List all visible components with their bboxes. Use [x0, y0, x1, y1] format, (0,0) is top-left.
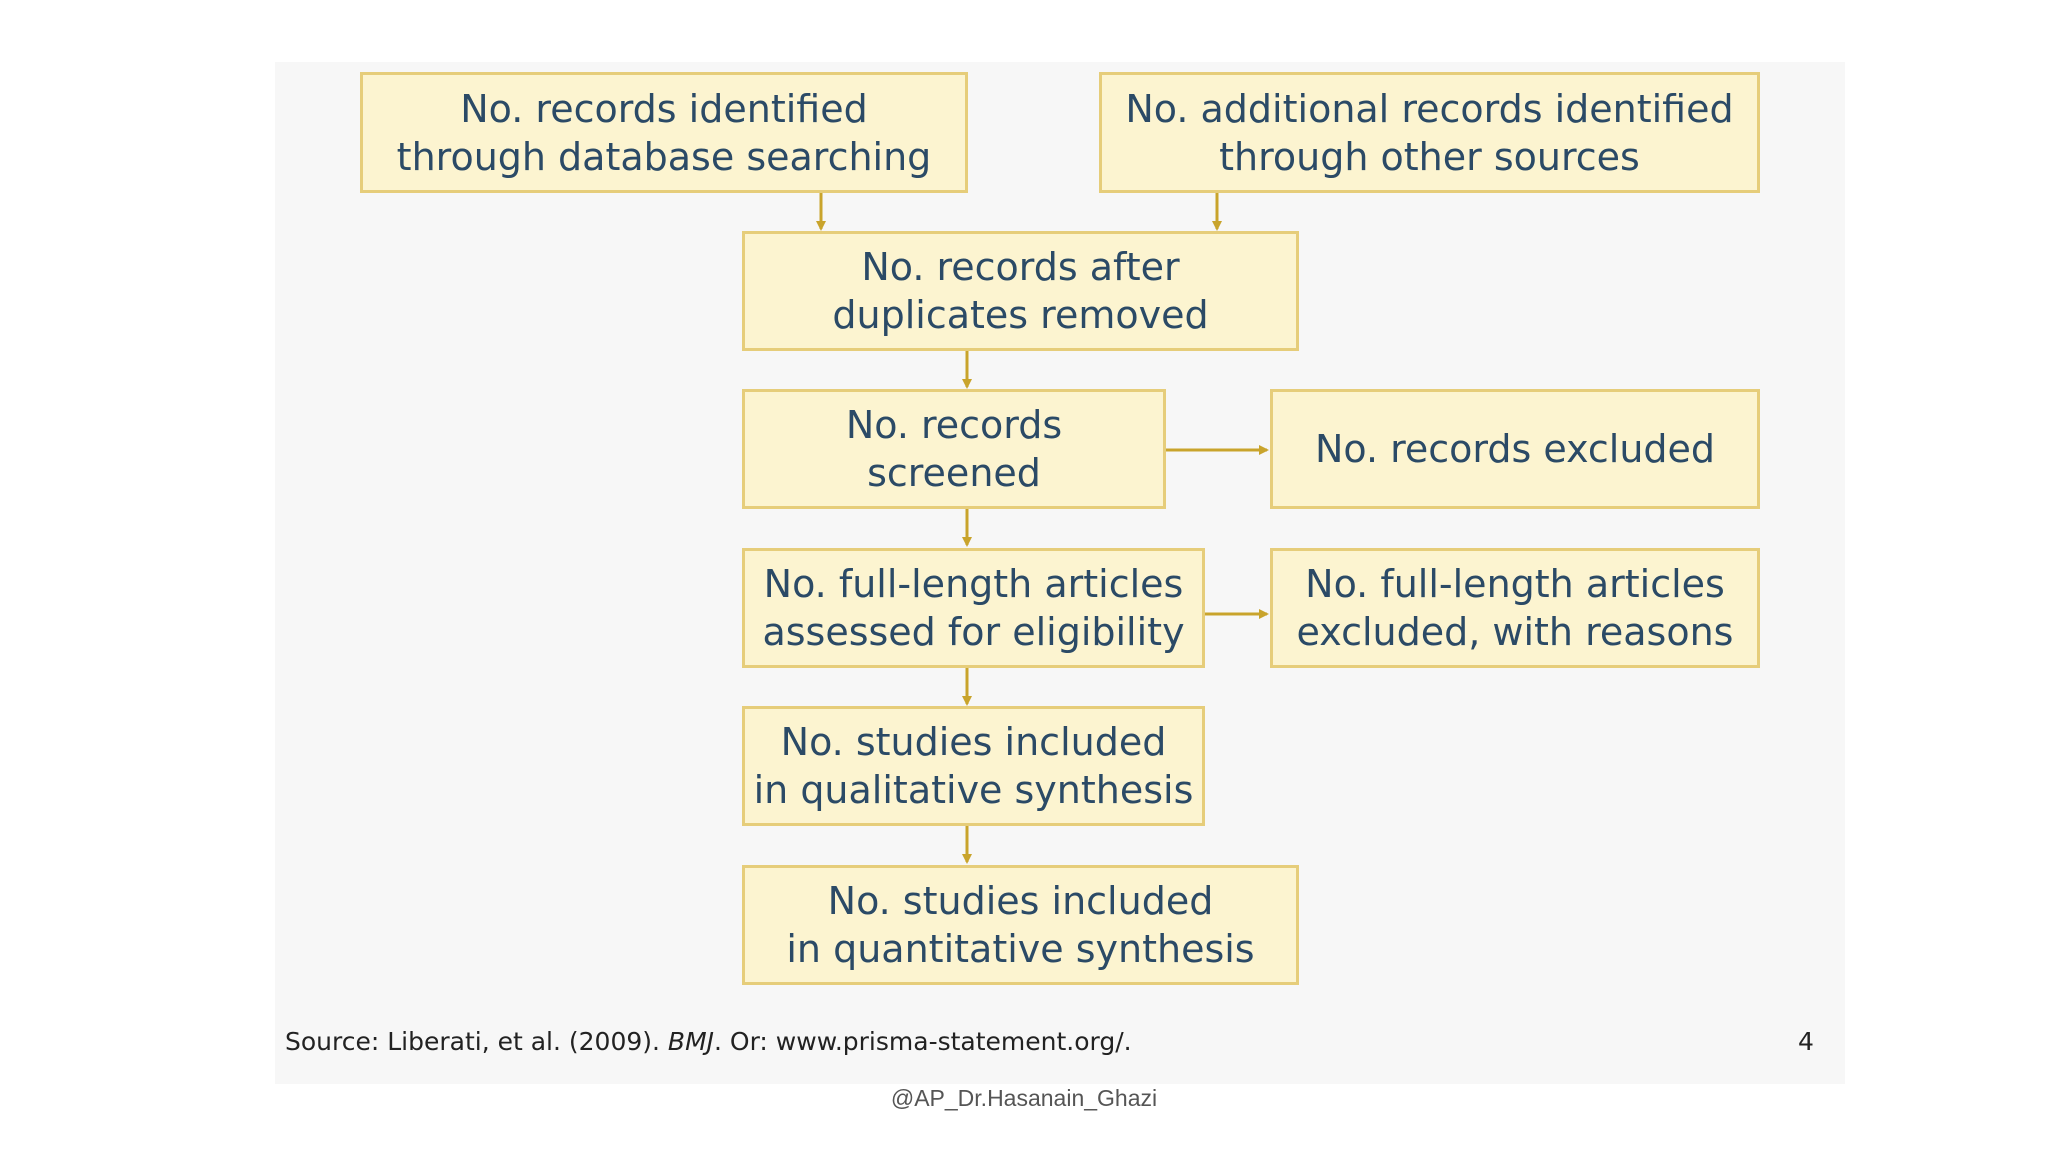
- source-citation: Source: Liberati, et al. (2009). BMJ. Or…: [285, 1027, 1132, 1056]
- box-records-identified-other: No. additional records identified throug…: [1099, 72, 1760, 193]
- box-records-excluded: No. records excluded: [1270, 389, 1760, 509]
- box-studies-quantitative: No. studies included in quantitative syn…: [742, 865, 1299, 985]
- page-number: 4: [1798, 1027, 1814, 1056]
- box-full-length-excluded: No. full-length articles excluded, with …: [1270, 548, 1760, 668]
- box-records-screened: No. records screened: [742, 389, 1166, 509]
- watermark-handle: @AP_Dr.Hasanain_Ghazi: [890, 1085, 1158, 1111]
- box-studies-qualitative: No. studies included in qualitative synt…: [742, 706, 1205, 826]
- box-full-length-assessed: No. full-length articles assessed for el…: [742, 548, 1205, 668]
- box-records-identified-database: No. records identified through database …: [360, 72, 968, 193]
- box-records-after-duplicates: No. records after duplicates removed: [742, 231, 1299, 351]
